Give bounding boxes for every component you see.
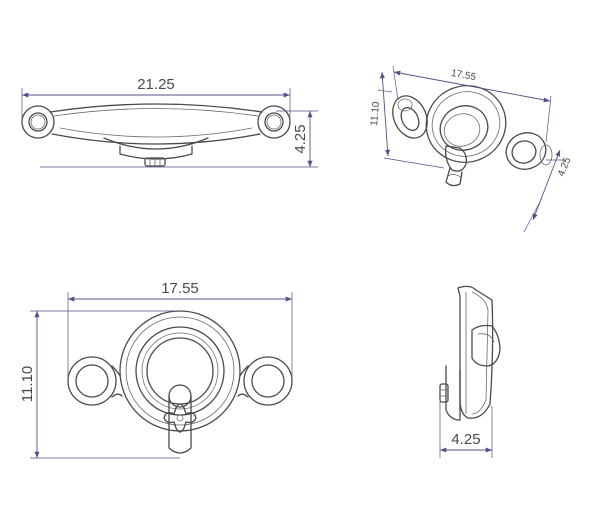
top-view-height-label: 4.25 bbox=[292, 124, 309, 153]
side-view-depth-label: 4.25 bbox=[451, 431, 480, 448]
top-view-part-outline bbox=[21, 103, 291, 167]
iso-view-ext-right bbox=[545, 95, 552, 143]
top-view: 21.25 4.25 bbox=[21, 76, 318, 168]
iso-view-ext-top bbox=[377, 89, 393, 93]
iso-view-depth-dimension bbox=[532, 149, 561, 221]
iso-view-height-label: 11.10 bbox=[369, 101, 382, 127]
front-view-height-label: 11.10 bbox=[19, 366, 36, 402]
top-view-width-label: 21.25 bbox=[137, 76, 175, 93]
front-view-width-label: 17.55 bbox=[161, 280, 199, 297]
side-view: 4.25 bbox=[439, 285, 501, 458]
iso-view-ext-left bbox=[392, 65, 399, 101]
iso-view-ext-bottom bbox=[383, 157, 445, 169]
iso-view-width-dimension bbox=[393, 70, 551, 103]
side-view-part-outline bbox=[439, 285, 501, 421]
iso-view: 17.55 11.10 4.25 bbox=[369, 65, 574, 233]
iso-view-depth-label: 4.25 bbox=[556, 156, 574, 179]
iso-view-width-label: 17.55 bbox=[450, 68, 477, 83]
iso-view-part-outline bbox=[392, 85, 553, 187]
front-view-part-outline bbox=[67, 310, 293, 454]
front-view: 17.55 11.10 bbox=[19, 280, 293, 459]
iso-view-height-dimension bbox=[379, 71, 391, 157]
